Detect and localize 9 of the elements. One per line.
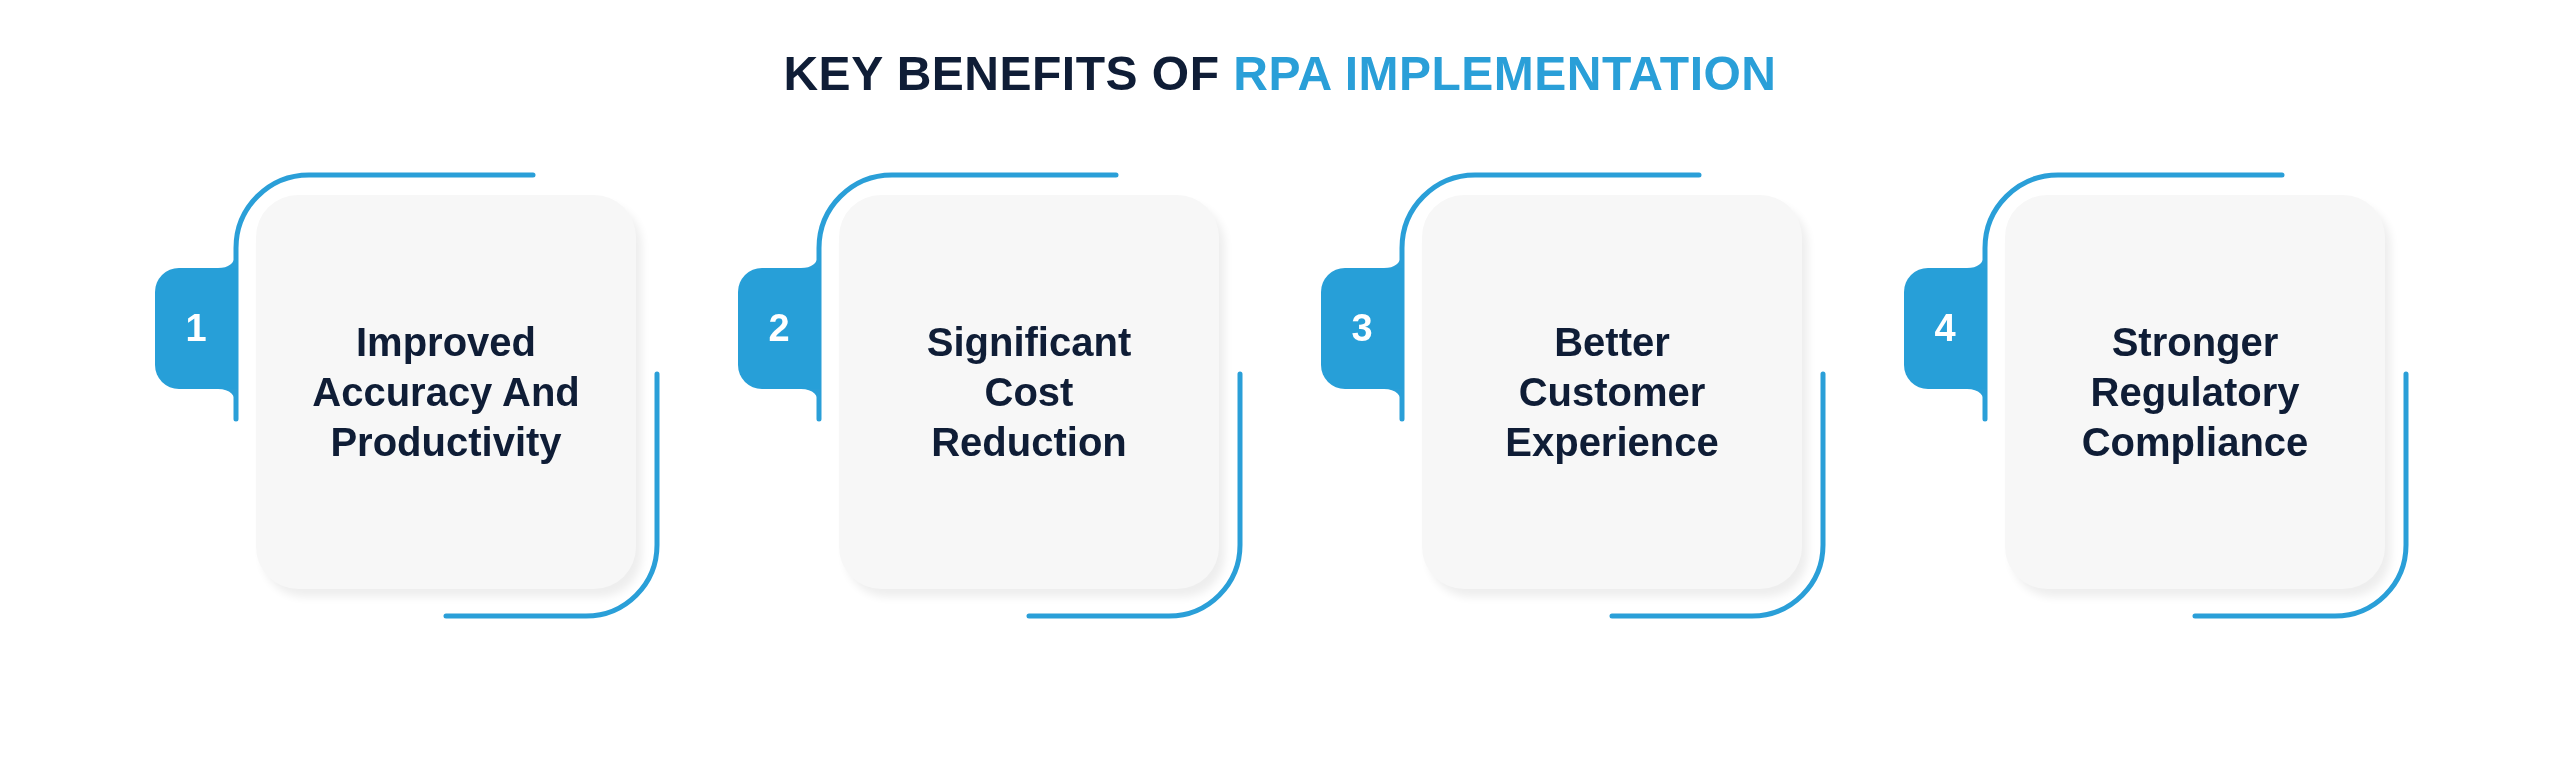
benefit-card: Improved Accuracy And Productivity (256, 195, 636, 589)
number-tab: 4 (1904, 268, 1986, 389)
benefit-card: Stronger Regulatory Compliance (2005, 195, 2385, 589)
benefit-card: Better Customer Experience (1422, 195, 1802, 589)
number-tab: 2 (738, 268, 820, 389)
title: KEY BENEFITS OF RPA IMPLEMENTATION (783, 47, 1777, 100)
number-tab: 3 (1321, 268, 1403, 389)
benefit-card: Significant Cost Reduction (839, 195, 1219, 589)
number-tab: 1 (155, 268, 237, 389)
